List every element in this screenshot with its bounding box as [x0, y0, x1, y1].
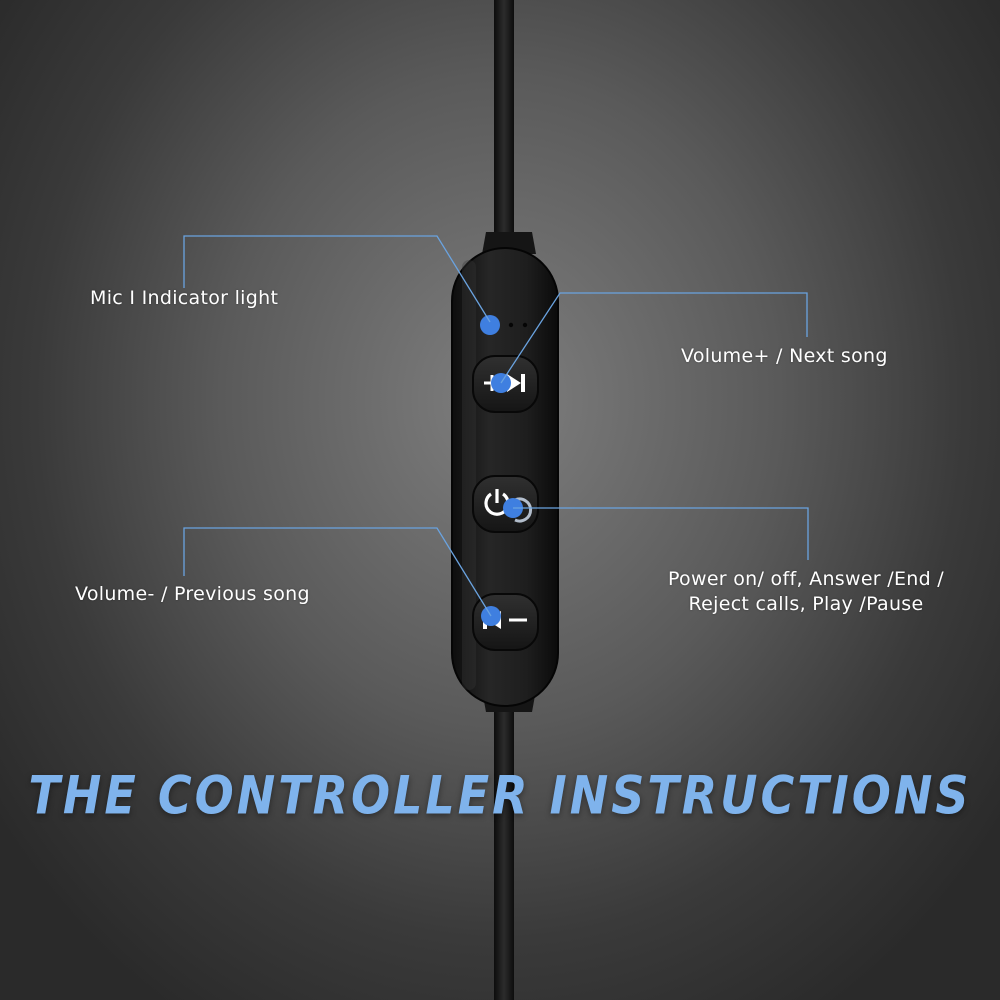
callout-power-line-2: Reject calls, Play /Pause	[688, 593, 924, 615]
callout-power: Power on/ off, Answer /End / Reject call…	[630, 567, 982, 617]
volume-down-button[interactable]	[472, 593, 539, 651]
mic-indicator-light	[480, 315, 528, 335]
callout-power-line-1: Power on/ off, Answer /End /	[667, 568, 945, 590]
cable-top	[494, 0, 514, 240]
volume-up-button[interactable]	[472, 355, 539, 413]
cable-bottom	[494, 700, 514, 1000]
leader-line-mic	[183, 235, 491, 323]
next-track-icon	[507, 374, 525, 392]
callout-mic-indicator: Mic I Indicator light	[90, 287, 279, 309]
controller-highlight	[462, 260, 476, 690]
leader-line-power	[513, 507, 809, 560]
callout-volume-up: Volume+ / Next song	[681, 345, 888, 367]
power-button[interactable]	[472, 475, 539, 533]
page-title: THE CONTROLLER INSTRUCTIONS	[28, 763, 972, 827]
leader-line-volume-up	[500, 292, 808, 384]
callout-volume-down: Volume- / Previous song	[75, 583, 310, 605]
leader-line-volume-down	[183, 527, 492, 617]
